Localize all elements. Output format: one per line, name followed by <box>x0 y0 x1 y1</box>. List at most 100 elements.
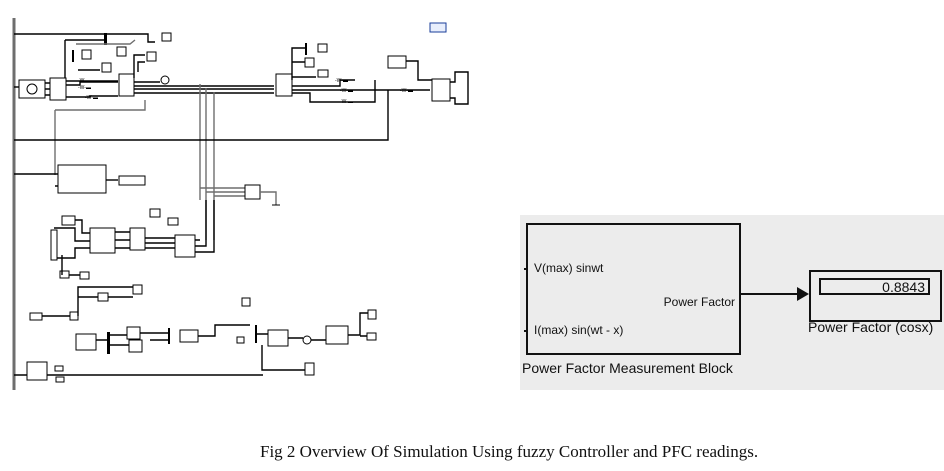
svg-text:-W-▬: -W-▬ <box>78 78 91 84</box>
wire <box>14 345 305 376</box>
input-label-current: I(max) sin(wt - x) <box>534 323 624 337</box>
svg-text:-W-▬: -W-▬ <box>85 95 98 101</box>
measurement-block-4 <box>129 227 146 251</box>
step-block <box>61 215 76 226</box>
converter-block <box>244 184 261 200</box>
wire <box>348 312 368 337</box>
wire <box>45 82 50 96</box>
wire <box>133 54 145 78</box>
svg-text:-W-▬: -W-▬ <box>78 85 91 91</box>
scope-block <box>101 62 112 73</box>
gain-block <box>97 292 109 302</box>
display-icon <box>160 75 170 85</box>
wire <box>61 255 80 276</box>
mux-bar <box>305 43 307 55</box>
wire <box>195 200 215 253</box>
input-label-voltage: V(max) sinwt <box>534 261 604 275</box>
signal-line <box>741 293 797 295</box>
wire <box>140 324 250 341</box>
input-port-v <box>524 268 528 270</box>
scope-block <box>132 284 143 295</box>
pf-measurement-subsystem <box>57 164 107 194</box>
scope-block <box>161 32 172 42</box>
output-label-power-factor: Power Factor <box>663 295 735 309</box>
pulse-generator-block <box>387 55 407 69</box>
lpf-block <box>128 339 143 353</box>
vi-measurement-block-2 <box>118 73 135 97</box>
scope-block <box>81 49 92 60</box>
wire <box>115 231 130 249</box>
scope-block <box>317 43 328 53</box>
wire <box>257 333 326 341</box>
display-block <box>167 217 179 226</box>
mux-bar <box>72 50 74 62</box>
wire <box>291 47 316 80</box>
mux-bar <box>255 325 257 343</box>
dc-source-block <box>50 229 58 261</box>
three-phase-source-block <box>18 79 46 99</box>
wire <box>96 334 129 346</box>
wire <box>199 84 215 240</box>
wire <box>14 33 155 43</box>
svg-text:-W-▬: -W-▬ <box>400 88 413 94</box>
wire <box>200 187 245 197</box>
arrow-right-icon <box>797 287 809 301</box>
mux-bar <box>107 332 110 354</box>
svg-text:-W-▬: -W-▬ <box>340 88 353 94</box>
wire <box>14 173 58 187</box>
mux-bar <box>168 328 170 344</box>
abc-dq-block <box>75 333 97 351</box>
universal-bridge-block <box>174 234 196 258</box>
display-block <box>79 271 90 280</box>
scope-block <box>304 57 315 68</box>
scope-block <box>149 208 161 218</box>
pi-controller-block <box>267 329 289 347</box>
pwm-block <box>325 325 349 345</box>
wire <box>76 39 136 45</box>
wire <box>66 80 118 98</box>
wire <box>14 90 389 141</box>
wire <box>42 286 133 317</box>
pf-display-mini <box>118 175 146 186</box>
wire <box>145 237 175 249</box>
measurement-subsystem <box>26 361 48 381</box>
pf-inset-panel: V(max) sinwt I(max) sin(wt - x) Power Fa… <box>520 215 944 390</box>
wire <box>137 61 145 72</box>
svg-text:-W-▬: -W-▬ <box>335 78 348 84</box>
powergui-block <box>429 22 447 33</box>
scope-block <box>146 51 157 62</box>
input-port-i <box>524 330 528 332</box>
scope-block <box>304 362 315 376</box>
figure-caption: Fig 2 Overview Of Simulation Using fuzzy… <box>260 442 759 461</box>
pf-measurement-block-title: Power Factor Measurement Block <box>522 360 733 376</box>
vi-measurement-block-1 <box>49 77 67 101</box>
wire <box>292 80 376 103</box>
display-block <box>236 336 245 344</box>
scope-block <box>116 46 127 57</box>
wire <box>292 79 355 87</box>
pf-display-value: 0.8843 <box>819 278 930 295</box>
pf-display-title: Power Factor (cosx) <box>808 319 934 335</box>
igbt-block <box>431 78 451 102</box>
wire <box>55 100 146 111</box>
wire <box>54 219 90 259</box>
wire <box>406 60 432 81</box>
mux-bar <box>104 33 107 45</box>
fuzzy-controller-block <box>179 329 199 343</box>
pf-display-block[interactable]: 0.8843 <box>809 270 942 322</box>
sum-icon <box>302 335 312 345</box>
simulink-schematic: -W-▬ -W-▬ -W-▬ -W-▬ -W-▬ -W-▬ -W-▬ <box>12 18 469 390</box>
wire <box>260 191 277 205</box>
wire <box>450 71 469 105</box>
pf-measurement-block[interactable]: V(max) sinwt I(max) sin(wt - x) Power Fa… <box>524 223 741 355</box>
vi-measurement-block-3 <box>275 73 293 97</box>
ac-source-icon <box>26 83 38 95</box>
goto-block <box>366 332 377 341</box>
lpf-block <box>126 326 141 340</box>
display-block <box>54 365 64 372</box>
display-block <box>55 376 65 383</box>
sum-block <box>69 311 79 321</box>
svg-text:-W-▬: -W-▬ <box>340 99 353 105</box>
constant-block <box>29 312 43 321</box>
scope-block <box>241 297 251 307</box>
